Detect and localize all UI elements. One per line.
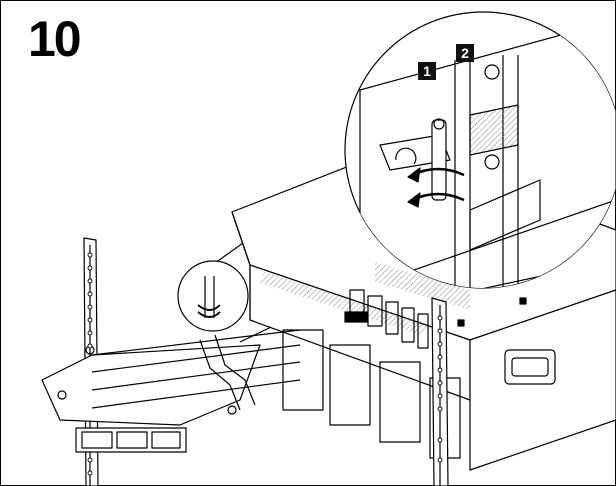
rack-hole [437, 406, 443, 412]
rack-hole [87, 470, 93, 476]
callout-2: 2 [456, 44, 474, 62]
rack-hole [87, 457, 93, 463]
cable-management-arm [41, 329, 301, 453]
rack-hole [87, 291, 93, 297]
rack-hole [437, 457, 443, 463]
detail-circle-large [344, 11, 616, 289]
rack-hole [437, 393, 443, 399]
detail-circle-small [177, 260, 249, 332]
callout-1: 1 [418, 62, 436, 80]
rack-hole [87, 317, 93, 323]
rack-hole [437, 367, 443, 373]
rack-hole [87, 330, 93, 336]
rack-hole [87, 343, 93, 349]
rack-hole [87, 278, 93, 284]
step-number: 10 [28, 11, 82, 67]
rack-hole [437, 437, 443, 443]
rack-hole [437, 354, 443, 360]
rack-hole [87, 252, 93, 258]
rack-post-right [431, 297, 449, 486]
rack-hole [87, 265, 93, 271]
rack-hole [437, 328, 443, 334]
rack-hole [437, 341, 443, 347]
rack-hole [437, 315, 443, 321]
rack-hole [87, 304, 93, 310]
rack-hole [437, 380, 443, 386]
